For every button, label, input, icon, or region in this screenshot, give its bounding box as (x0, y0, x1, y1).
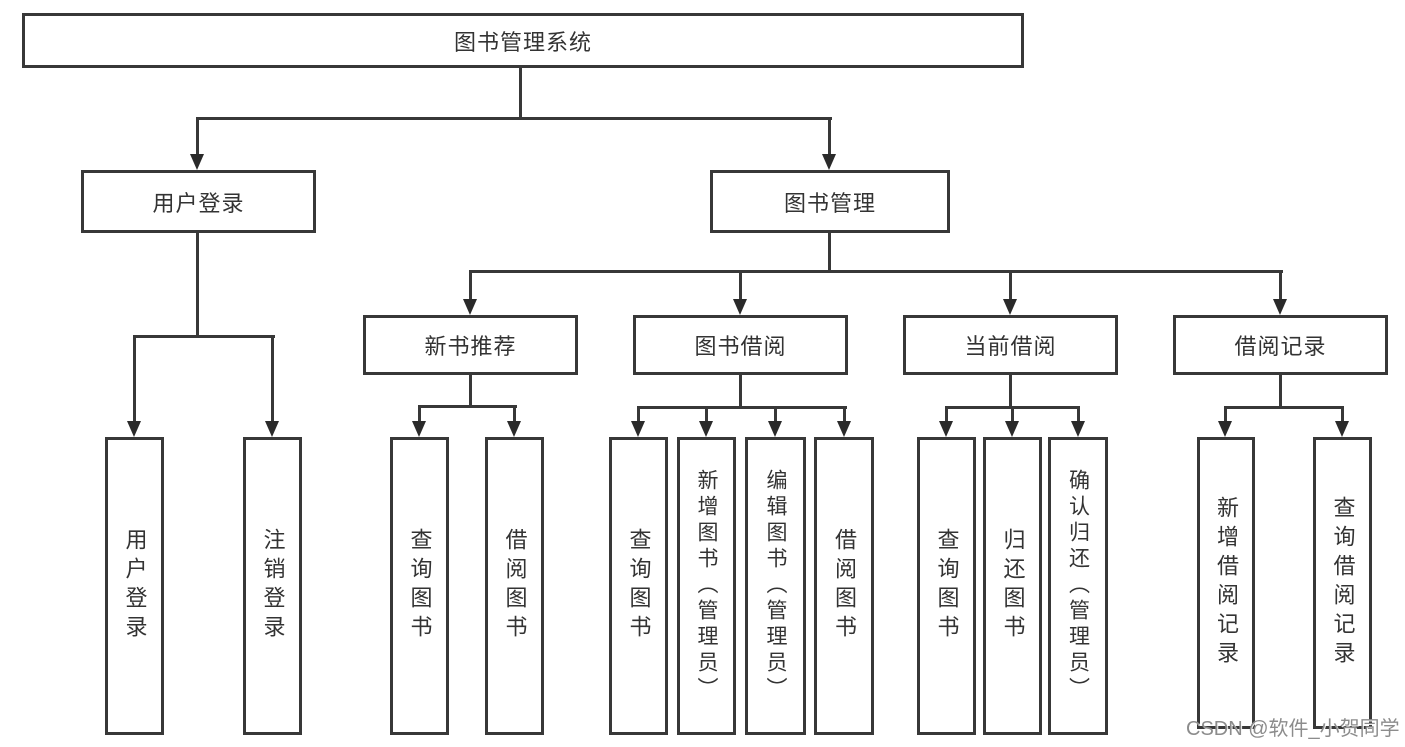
arrowhead-down-icon (265, 421, 279, 437)
connector-line (739, 270, 742, 301)
connector-line (1077, 406, 1080, 423)
arrowhead-down-icon (190, 154, 204, 170)
node-label: 借阅图书 (502, 528, 528, 644)
node-label: 新增图书（管理员） (695, 469, 718, 703)
node-label: 图书借阅 (694, 334, 787, 359)
connector-line (637, 406, 640, 423)
connector-line (945, 406, 948, 423)
node-logout-leaf: 注销登录 (243, 437, 302, 735)
connector-line (271, 335, 274, 423)
arrowhead-down-icon (822, 154, 836, 170)
node-current-borrowing: 当前借阅 (903, 315, 1118, 375)
connector-line (705, 406, 708, 423)
connector-line (1011, 406, 1014, 423)
connector-line (1279, 375, 1282, 406)
node-label: 查询图书 (626, 528, 652, 644)
node-label: 当前借阅 (964, 334, 1057, 359)
node-label: 查询图书 (407, 528, 433, 644)
node-edit-books-admin: 编辑图书（管理员） (745, 437, 806, 735)
connector-line (828, 117, 831, 160)
connector-line (133, 335, 136, 423)
node-label: 图书管理 (783, 190, 876, 216)
arrowhead-down-icon (631, 421, 645, 437)
node-user-login-leaf: 用户登录 (105, 437, 164, 735)
connector-line (196, 117, 199, 160)
node-query-borrow-record: 查询借阅记录 (1313, 437, 1372, 729)
connector-line (1224, 406, 1344, 409)
connector-line (828, 233, 831, 270)
arrowhead-down-icon (1003, 299, 1017, 315)
node-label: 查询借阅记录 (1330, 496, 1356, 670)
node-confirm-return-admin: 确认归还（管理员） (1048, 437, 1108, 735)
arrowhead-down-icon (699, 421, 713, 437)
arrowhead-down-icon (733, 299, 747, 315)
node-return-books: 归还图书 (983, 437, 1042, 735)
node-add-borrow-record: 新增借阅记录 (1197, 437, 1255, 729)
arrowhead-down-icon (837, 421, 851, 437)
node-label: 借阅记录 (1234, 334, 1327, 359)
node-label: 新增借阅记录 (1214, 496, 1239, 670)
connector-line (1341, 406, 1344, 423)
node-query-books: 查询图书 (609, 437, 668, 735)
node-book-management: 图书管理 (710, 170, 950, 233)
connector-line (1279, 270, 1282, 301)
node-book-management-system: 图书管理系统 (22, 13, 1024, 68)
node-query-books: 查询图书 (917, 437, 976, 735)
connector-line (418, 405, 421, 423)
node-borrow-books: 借阅图书 (814, 437, 874, 735)
connector-line (1009, 375, 1012, 406)
arrowhead-down-icon (507, 421, 521, 437)
connector-line (196, 117, 832, 120)
node-label: 归还图书 (1000, 528, 1026, 644)
connector-line (418, 405, 517, 408)
arrowhead-down-icon (768, 421, 782, 437)
node-label: 借阅图书 (832, 528, 857, 644)
connector-line (739, 375, 742, 406)
connector-line (637, 406, 847, 409)
connector-line (774, 406, 777, 423)
arrowhead-down-icon (463, 299, 477, 315)
connector-line (843, 406, 846, 423)
node-borrowing-records: 借阅记录 (1173, 315, 1388, 375)
node-user-login: 用户登录 (81, 170, 316, 233)
arrowhead-down-icon (1218, 421, 1232, 437)
node-label: 用户登录 (122, 528, 148, 644)
node-label: 编辑图书（管理员） (764, 469, 787, 703)
node-borrow-books: 借阅图书 (485, 437, 544, 735)
arrowhead-down-icon (1005, 421, 1019, 437)
node-label: 注销登录 (260, 528, 286, 644)
connector-line (469, 270, 1283, 273)
connector-line (1009, 270, 1012, 301)
node-label: 用户登录 (152, 190, 245, 216)
csdn-watermark: CSDN @软件_小贺同学 (1186, 718, 1400, 740)
node-new-book-recommendation: 新书推荐 (363, 315, 578, 375)
arrowhead-down-icon (127, 421, 141, 437)
node-label: 新书推荐 (424, 334, 517, 359)
arrowhead-down-icon (1071, 421, 1085, 437)
connector-line (1224, 406, 1227, 423)
connector-line (469, 375, 472, 405)
node-label: 查询图书 (934, 528, 960, 644)
arrowhead-down-icon (412, 421, 426, 437)
connector-line (133, 335, 275, 338)
connector-line (196, 233, 199, 335)
arrowhead-down-icon (939, 421, 953, 437)
node-book-borrowing: 图书借阅 (633, 315, 848, 375)
connector-line (469, 270, 472, 301)
node-label: 图书管理系统 (453, 29, 592, 55)
connector-line (519, 68, 522, 117)
node-query-books: 查询图书 (390, 437, 449, 735)
node-label: 确认归还（管理员） (1066, 469, 1090, 703)
arrowhead-down-icon (1335, 421, 1349, 437)
arrowhead-down-icon (1273, 299, 1287, 315)
node-add-books-admin: 新增图书（管理员） (677, 437, 736, 735)
connector-line (513, 405, 516, 423)
